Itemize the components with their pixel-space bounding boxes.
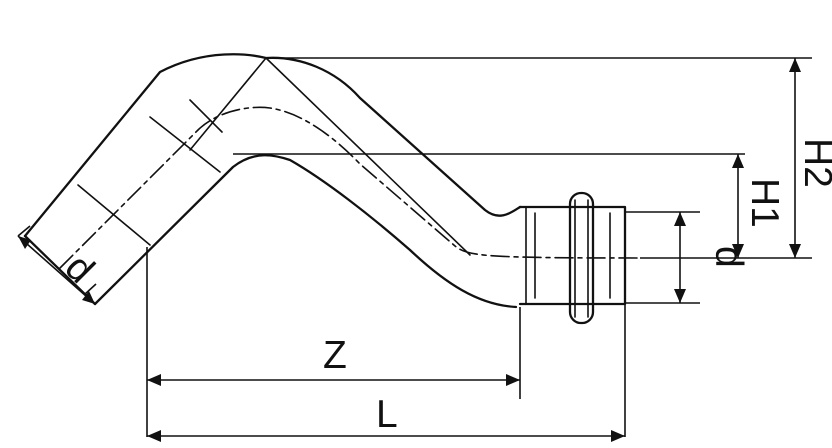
left-d-extension-1 bbox=[17, 225, 31, 237]
h1-top-arrow bbox=[732, 154, 744, 168]
right-d-bottom-arrow bbox=[674, 289, 686, 303]
left-d-dimension-line bbox=[17, 235, 96, 305]
h1-bottom-arrow bbox=[732, 244, 744, 258]
z-left-arrow bbox=[147, 374, 161, 386]
pipe-outline-inner bbox=[93, 154, 518, 309]
right-coupling-ring-inner bbox=[574, 199, 589, 318]
left-d-top-arrow bbox=[18, 236, 31, 249]
left-d-bottom-arrow bbox=[82, 291, 95, 304]
right-coupling-inner bbox=[525, 206, 611, 305]
z-label: Z bbox=[323, 334, 347, 377]
bend-construction-left bbox=[189, 57, 267, 151]
left-socket-edge-2 bbox=[149, 116, 221, 173]
right-coupling-ring bbox=[568, 191, 595, 325]
bend-construction-right bbox=[265, 57, 471, 256]
h2-top-arrow bbox=[789, 58, 801, 72]
h2-bottom-arrow bbox=[789, 244, 801, 258]
pipe-outline-outer bbox=[23, 53, 522, 238]
l-label: L bbox=[376, 393, 398, 436]
right-d-label: d bbox=[707, 246, 750, 268]
left-d-extension-2 bbox=[83, 283, 97, 296]
right-d-top-arrow bbox=[674, 212, 686, 226]
l-left-arrow bbox=[147, 430, 161, 442]
h1-label: H1 bbox=[743, 178, 786, 228]
right-coupling-body bbox=[518, 205, 627, 306]
left-socket-edge-3 bbox=[189, 99, 223, 133]
h2-label: H2 bbox=[796, 138, 832, 188]
z-right-arrow bbox=[506, 374, 520, 386]
pipe-centerline bbox=[59, 106, 641, 269]
l-right-arrow bbox=[611, 430, 625, 442]
